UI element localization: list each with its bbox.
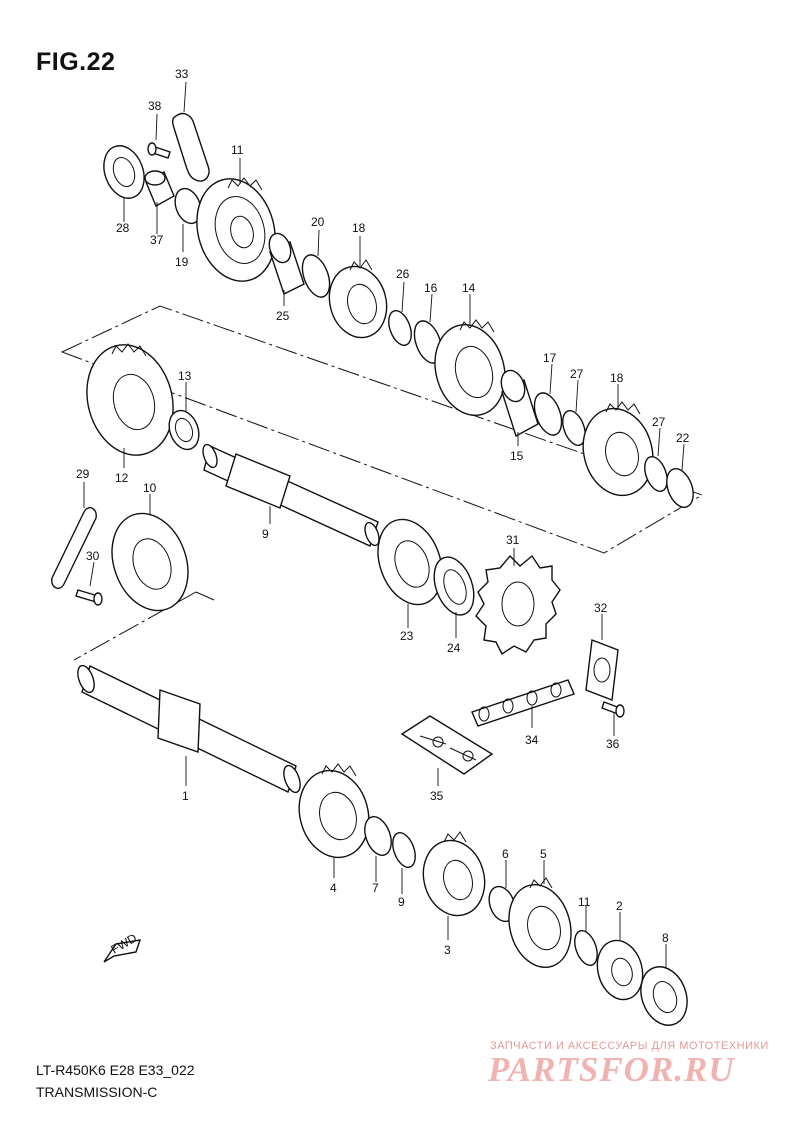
label-27b: 27 [570, 367, 584, 381]
label-24: 23 [400, 629, 414, 643]
lower-assembly-frame [73, 591, 215, 661]
part-37-collar [144, 170, 175, 207]
part-30-screw [75, 589, 103, 606]
label-25: 24 [447, 641, 461, 655]
label-31: 31 [506, 533, 520, 547]
label-2: 2 [616, 899, 623, 913]
label-30: 30 [86, 549, 100, 563]
upper-assembly-frame [60, 305, 704, 554]
label-23: 22 [676, 431, 690, 445]
part-19-gear [328, 259, 388, 339]
watermark-logo: PARTSFOR.RU [488, 1050, 735, 1089]
label-26: 25 [276, 309, 290, 323]
label-14: 12 [115, 471, 129, 485]
part-35-bolt [601, 701, 625, 718]
part-2-gear [596, 939, 644, 1001]
part-24-bearing [377, 518, 443, 606]
part-8-bearing [640, 966, 688, 1026]
part-7-washer [364, 816, 392, 856]
fwd-arrow-icon: FWD [103, 931, 142, 963]
label-1: 1 [182, 789, 189, 803]
label-3: 3 [444, 943, 451, 957]
label-22: 20 [311, 215, 325, 229]
label-37: 37 [150, 233, 164, 247]
part-33-drive-chain [471, 679, 575, 727]
label-18b: 17 [543, 351, 557, 365]
label-18a: 16 [424, 281, 438, 295]
label-35: 36 [606, 737, 620, 751]
label-33: 34 [525, 733, 539, 747]
label-38: 38 [148, 99, 162, 113]
watermark-tagline: ЗАПЧАСТИ И АКСЕССУАРЫ ДЛЯ МОТОТЕХНИКИ [490, 1040, 769, 1052]
part-15-collar [168, 409, 200, 451]
part-27-circlip-b [562, 410, 586, 446]
part-12-shaft [202, 443, 380, 547]
part-17-needle-bearing [500, 369, 539, 438]
part-25-oil-seal [433, 556, 475, 616]
part-29-plate [51, 507, 97, 589]
part-5-gear [508, 877, 572, 969]
part-13-gear [196, 177, 276, 282]
part-14-gear [86, 343, 174, 456]
part-3-gear [422, 831, 486, 917]
part-28-bearing [103, 145, 145, 199]
part-36-plate [171, 112, 210, 182]
model-code: LT-R450K6 E28 E33_022 [36, 1062, 195, 1078]
label-20: 18 [610, 371, 624, 385]
part-11-circlip [574, 930, 598, 966]
label-9: 9 [398, 895, 405, 909]
part-26-needle-bearing [268, 232, 305, 295]
part-27-circlip-a [388, 310, 412, 346]
figure-title: FIG.22 [36, 48, 116, 76]
label-32: 32 [594, 601, 608, 615]
part-22-washer [301, 254, 331, 298]
label-19: 18 [352, 221, 366, 235]
label-7: 7 [372, 881, 379, 895]
part-9-circlip [392, 832, 416, 868]
label-29: 29 [76, 467, 90, 481]
part-21-washer [174, 187, 202, 225]
label-34: 35 [430, 789, 444, 803]
part-18-washer-b [533, 392, 563, 436]
label-28: 28 [116, 221, 130, 235]
part-38-screw [147, 142, 171, 159]
label-12: 9 [262, 527, 269, 541]
part-4-gear [298, 763, 370, 859]
part-number-labels: 33 38 11 28 37 19 20 18 25 26 16 14 13 1… [76, 67, 690, 968]
part-16-gear [434, 319, 506, 416]
label-21: 19 [175, 255, 189, 269]
label-5: 5 [540, 847, 547, 861]
part-10-bearing [111, 512, 189, 612]
label-27a: 26 [396, 267, 410, 281]
label-13: 11 [231, 143, 244, 157]
part-20-gear [582, 401, 654, 497]
part-32-plate [585, 639, 619, 701]
label-15: 13 [178, 369, 192, 383]
part-31-sprocket [475, 554, 561, 656]
label-6: 6 [502, 847, 509, 861]
part-34-master-link-kit [400, 715, 494, 775]
part-23-washer [666, 468, 694, 508]
label-36: 33 [175, 67, 189, 81]
label-17: 15 [510, 449, 524, 463]
label-10: 10 [143, 481, 157, 495]
part-1-shaft [77, 664, 301, 794]
label-4: 4 [330, 881, 337, 895]
label-16: 14 [462, 281, 476, 295]
section-name: TRANSMISSION-C [36, 1084, 158, 1100]
label-11: 11 [578, 895, 591, 909]
part-27-circlip-c [644, 456, 668, 492]
label-8: 8 [662, 931, 669, 945]
label-27c: 27 [652, 415, 666, 429]
